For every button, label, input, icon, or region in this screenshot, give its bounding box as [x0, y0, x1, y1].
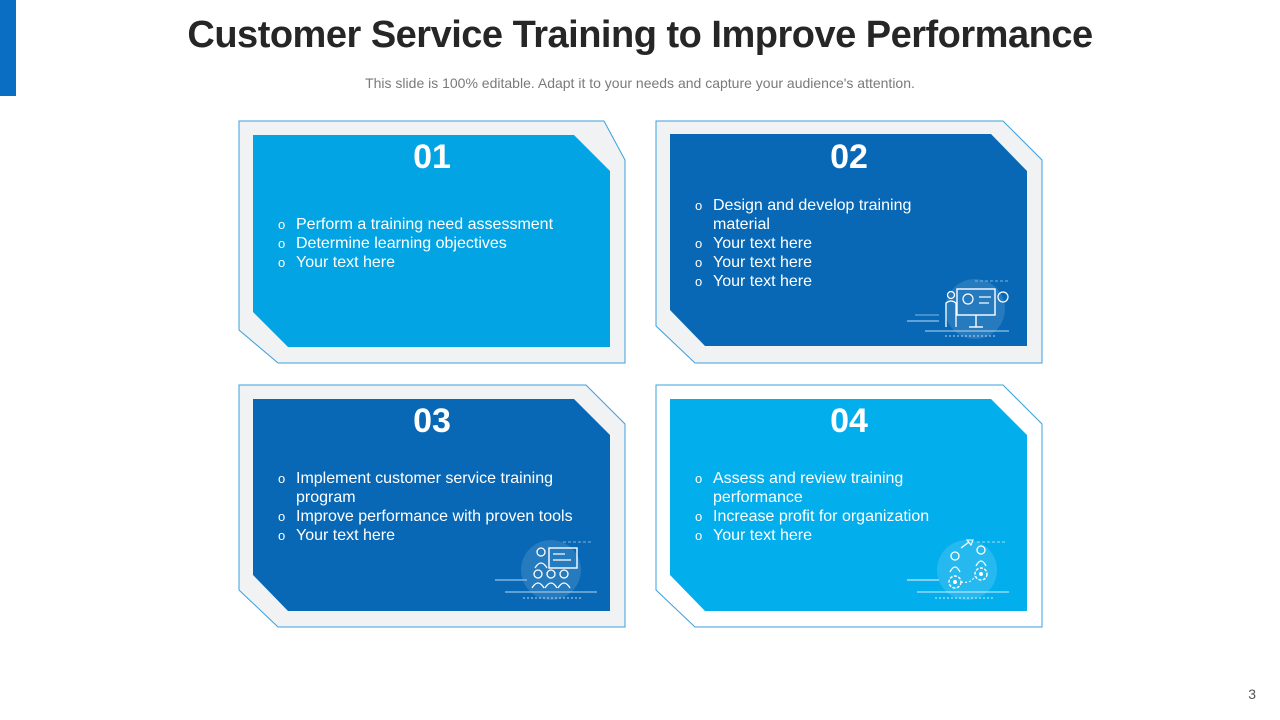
list-item: Your text here	[695, 526, 995, 545]
list-item: Implement customer service training prog…	[278, 469, 578, 507]
list-item: Your text here	[278, 526, 578, 545]
accent-bar	[0, 0, 16, 96]
page-title: Customer Service Training to Improve Per…	[187, 14, 1093, 56]
list-item: Your text here	[695, 272, 925, 291]
step-list: Implement customer service training prog…	[278, 469, 578, 545]
list-item: Assess and review training performance	[695, 469, 995, 507]
page-number: 3	[1248, 686, 1256, 702]
list-item: Design and develop training material	[695, 196, 925, 234]
list-item: Determine learning objectives	[278, 234, 578, 253]
step-number: 03	[413, 402, 451, 440]
classroom-training-icon	[495, 540, 597, 600]
page-subtitle: This slide is 100% editable. Adapt it to…	[365, 75, 915, 91]
list-item: Perform a training need assessment	[278, 215, 578, 234]
list-item: Your text here	[278, 253, 578, 272]
presentation-board-icon	[907, 279, 1009, 339]
list-item: Your text here	[695, 234, 925, 253]
step-number: 02	[830, 138, 868, 176]
list-item: Your text here	[695, 253, 925, 272]
step-list: Design and develop training material You…	[695, 196, 925, 291]
step-card-02: 02 Design and develop training material …	[655, 120, 1043, 364]
step-list: Perform a training need assessment Deter…	[278, 215, 578, 272]
list-item: Increase profit for organization	[695, 507, 995, 526]
step-number: 01	[413, 138, 451, 176]
step-list: Assess and review training performance I…	[695, 469, 995, 545]
step-card-04: 04 Assess and review training performanc…	[655, 384, 1043, 628]
step-card-01: 01 Perform a training need assessment De…	[238, 120, 626, 364]
teamwork-gears-icon	[907, 539, 1009, 600]
step-card-03: 03 Implement customer service training p…	[238, 384, 626, 628]
list-item: Improve performance with proven tools	[278, 507, 578, 526]
step-number: 04	[830, 402, 868, 440]
